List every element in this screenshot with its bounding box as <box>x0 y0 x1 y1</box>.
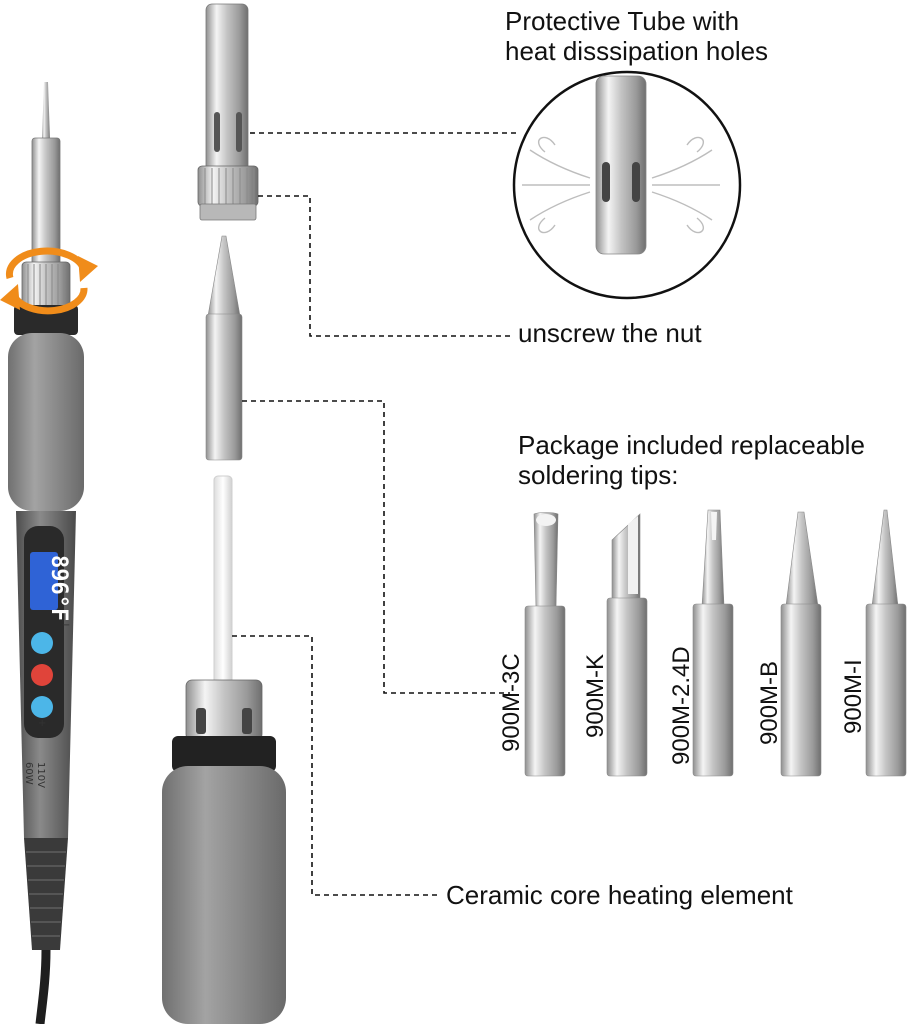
tip-label-900m-2-4d: 900M-2.4D <box>668 646 695 765</box>
tip-900m-k <box>606 513 648 777</box>
iron-wattage: 60W <box>23 762 34 785</box>
tip-label-900m-b: 900M-B <box>756 661 783 745</box>
label-unscrew-nut: unscrew the nut <box>518 318 702 348</box>
iron-minus-button[interactable] <box>31 632 53 654</box>
tip-900m-b <box>780 511 822 777</box>
iron-voltage: 110V <box>35 762 46 788</box>
tip-label-900m-i: 900M-I <box>840 659 867 734</box>
iron-grip <box>8 333 84 511</box>
leader-lines <box>232 132 520 896</box>
label-ceramic-core: Ceramic core heating element <box>446 880 793 910</box>
tip-label-900m-k: 900M-K <box>582 654 609 738</box>
iron-plus-label: + <box>38 718 46 729</box>
exploded-handle <box>162 679 286 1024</box>
iron-lcd-value: 896°F <box>46 555 71 621</box>
label-package-line2: soldering tips: <box>518 460 679 490</box>
leader-soldering-tip <box>242 400 510 694</box>
iron-cable <box>35 949 51 1025</box>
iron-minus-label: − <box>62 620 70 631</box>
leader-ceramic-core <box>232 635 440 896</box>
rotate-arrow-icon <box>0 247 98 315</box>
tip-900m-i <box>865 509 907 777</box>
soldering-iron-assembled: 896°F − + 110V 60W <box>0 82 98 1025</box>
exploded-protective-tube <box>197 3 259 221</box>
exploded-ceramic-core <box>213 475 233 687</box>
magnified-tube-detail <box>512 70 742 300</box>
label-package-line1: Package included replaceable <box>518 430 865 460</box>
iron-tip-point <box>42 82 50 140</box>
tip-label-900m-3c: 900M-3C <box>498 653 525 752</box>
heat-flow-icon <box>522 136 720 234</box>
tip-900m-2-4d <box>692 509 734 777</box>
exploded-soldering-tip <box>205 235 243 461</box>
label-protective-tube-line2: heat disssipation holes <box>505 36 769 66</box>
iron-power-button[interactable] <box>31 664 53 686</box>
iron-plus-button[interactable] <box>31 696 53 718</box>
leader-unscrew-nut <box>258 195 510 337</box>
label-protective-tube-line1: Protective Tube with <box>505 6 740 36</box>
iron-lcd <box>30 552 58 610</box>
tip-900m-3c <box>524 512 566 777</box>
